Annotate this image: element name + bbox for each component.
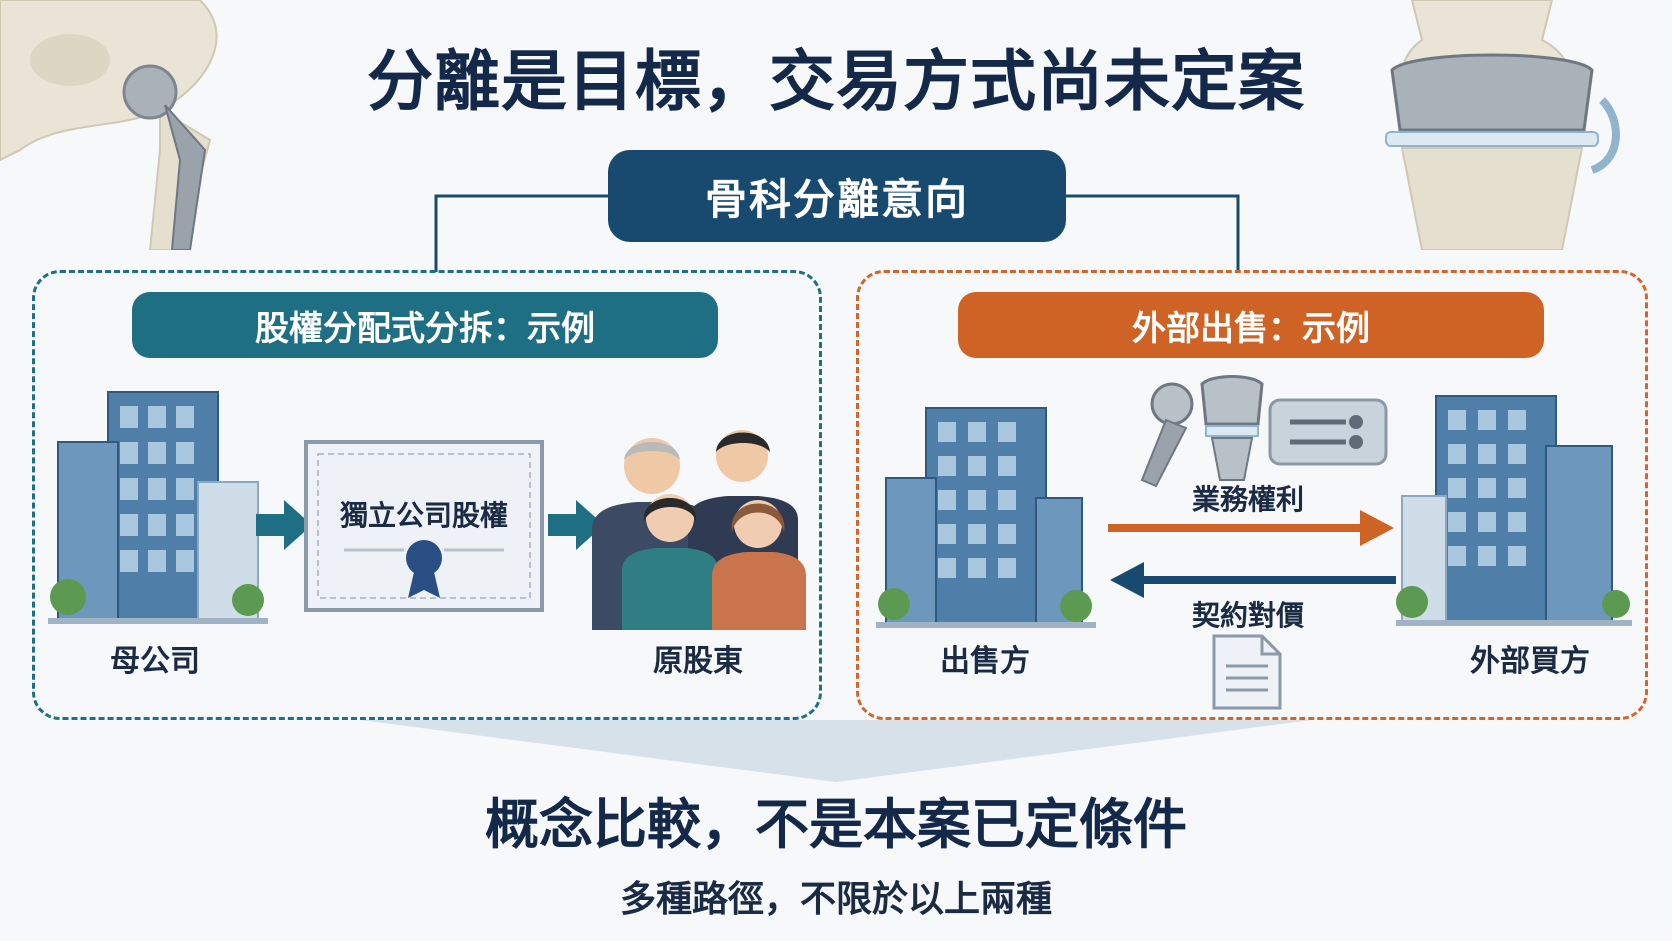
arrow-right-icon <box>548 500 604 550</box>
intent-box: 骨科分離意向 <box>608 150 1066 242</box>
main-title: 分離是目標，交易方式尚未定案 <box>367 43 1305 120</box>
certificate-icon <box>304 440 544 612</box>
arrow-right-icon <box>1108 510 1394 546</box>
hip-implant-icon <box>0 0 218 250</box>
parent-company-label: 母公司 <box>110 644 200 679</box>
connector-lines <box>434 194 1240 272</box>
spinoff-heading: 股權分配式分拆：示例 <box>132 292 718 358</box>
knee-implant-small-icon <box>1200 375 1264 481</box>
people-icon <box>592 430 806 630</box>
bottom-subtitle: 多種路徑，不限於以上兩種 <box>619 879 1052 920</box>
backward-label: 契約對價 <box>1191 599 1304 632</box>
certificate-label: 獨立公司股權 <box>339 499 508 532</box>
bottom-title: 概念比較，不是本案已定條件 <box>485 793 1187 856</box>
shareholders-label: 原股東 <box>653 644 743 679</box>
buyer-label: 外部買方 <box>1470 644 1590 679</box>
document-icon <box>1212 634 1282 710</box>
funnel-shape <box>360 720 1312 782</box>
knee-implant-icon <box>1385 0 1620 250</box>
seller-building-icon <box>876 407 1096 628</box>
seller-label: 出售方 <box>940 644 1030 679</box>
sale-heading: 外部出售：示例 <box>958 292 1544 358</box>
forward-label: 業務權利 <box>1191 483 1304 516</box>
parent-building-icon <box>48 391 268 624</box>
instrument-tray-icon <box>1268 398 1388 466</box>
arrow-left-icon <box>1110 562 1396 598</box>
panel-spinoff <box>32 270 822 720</box>
buyer-building-icon <box>1396 395 1632 626</box>
panel-external-sale <box>856 270 1648 720</box>
arrow-right-icon <box>256 500 312 550</box>
hip-implant-small-icon <box>1140 382 1194 488</box>
